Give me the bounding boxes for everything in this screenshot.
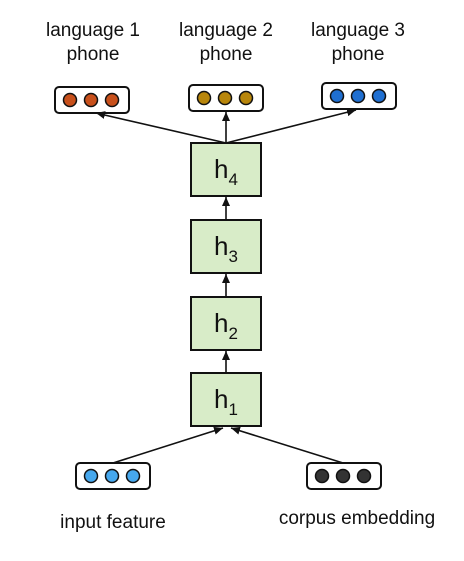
- layer-h3-symbol: h: [214, 231, 228, 261]
- output-label-lang1-line1: language 1: [46, 20, 140, 41]
- layer-h2-symbol: h: [214, 308, 228, 338]
- layer-h4: h4: [190, 142, 262, 197]
- arrow-h4-to-lang1: [95, 111, 227, 144]
- input-vector-corpus: [306, 462, 382, 490]
- svg-text:h2: h2: [214, 308, 238, 343]
- arrow-h4-to-lang3: [225, 108, 357, 144]
- svg-text:h3: h3: [214, 231, 238, 266]
- output-label-lang3-line1: language 3: [311, 20, 405, 41]
- output-vector-lang2: [188, 84, 264, 112]
- output-vector-lang1: [54, 86, 130, 114]
- svg-text:h4: h4: [214, 154, 238, 189]
- input-label-feature: input feature: [60, 512, 166, 533]
- output-label-lang1-line2: phone: [67, 44, 120, 65]
- output-label-lang3-line2: phone: [332, 44, 385, 65]
- layer-h1-subscript: 1: [229, 400, 238, 419]
- arrow-corpus-embedding-to-h1: [230, 426, 344, 464]
- arrow-input-feature-to-h1: [112, 426, 224, 464]
- output-label-lang2-line2: phone: [200, 44, 253, 65]
- input-vector-feature: [75, 462, 151, 490]
- layer-h2: h2: [190, 296, 262, 351]
- input-label-corpus: corpus embedding: [279, 508, 435, 529]
- layer-h1: h1: [190, 372, 262, 427]
- layer-h4-symbol: h: [214, 154, 228, 184]
- layer-h3-subscript: 3: [229, 247, 238, 266]
- layer-h4-subscript: 4: [229, 170, 238, 189]
- svg-text:h1: h1: [214, 384, 238, 419]
- layer-h1-symbol: h: [214, 384, 228, 414]
- layer-h3: h3: [190, 219, 262, 274]
- layer-h2-subscript: 2: [229, 324, 238, 343]
- output-vector-lang3: [321, 82, 397, 110]
- output-label-lang2-line1: language 2: [179, 20, 273, 41]
